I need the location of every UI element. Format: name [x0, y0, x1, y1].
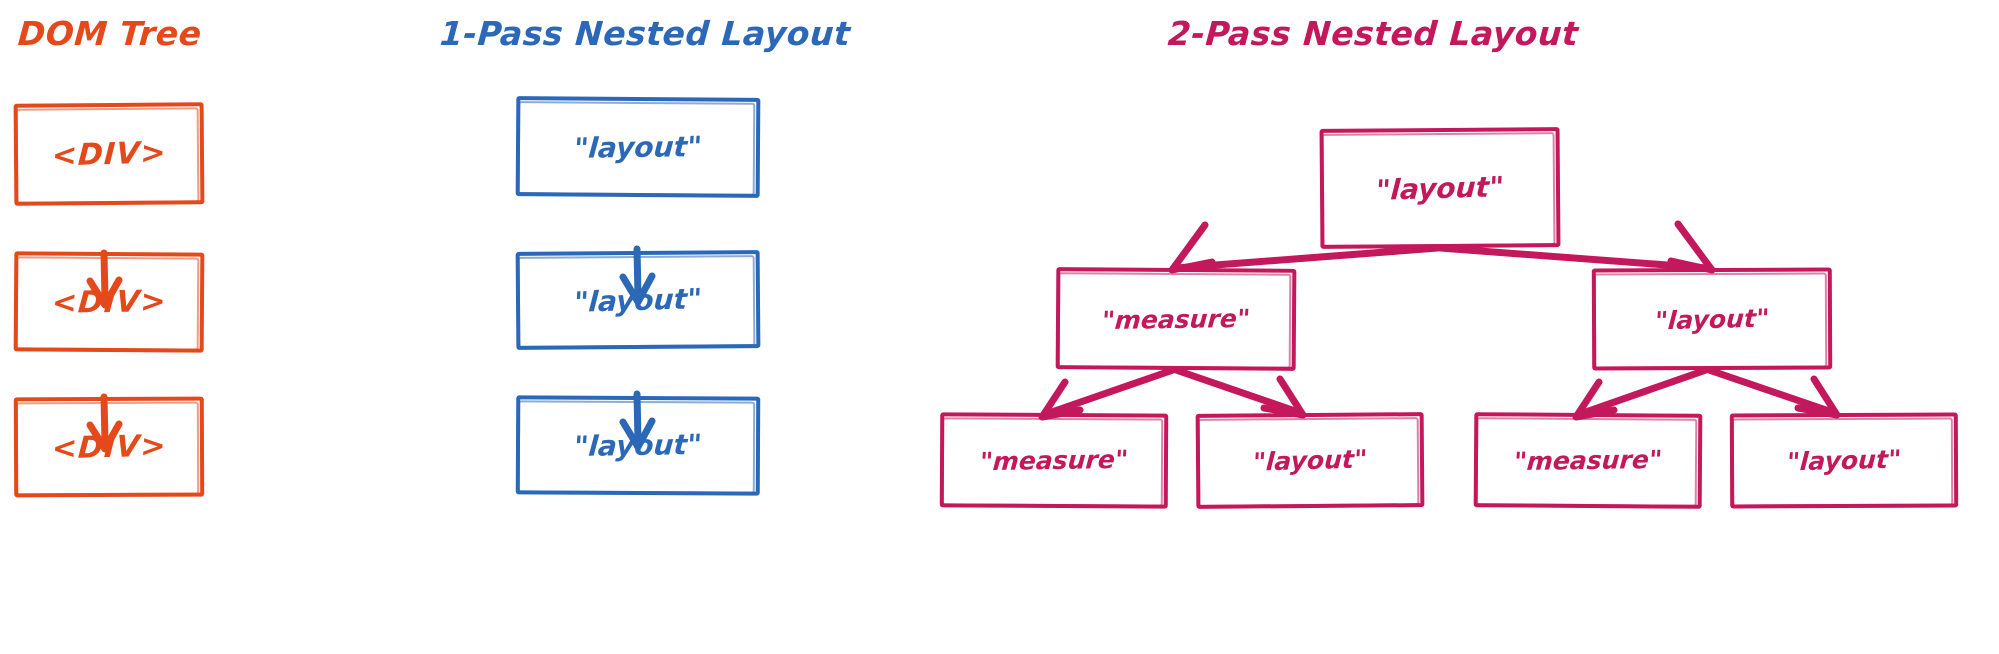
- dom-tree-node-1-label: <DIV>: [50, 134, 168, 174]
- one-pass-node-1-label: "layout": [572, 129, 704, 165]
- panel-title-dom-tree: DOM Tree: [16, 14, 204, 53]
- one-pass-node-1[interactable]: "layout": [515, 96, 761, 198]
- two-pass-link-l-to-l: [1705, 366, 1841, 419]
- dom-tree-node-3[interactable]: <DIV>: [13, 396, 205, 498]
- one-pass-node-2-label: "layout": [573, 281, 703, 319]
- panel-title-two-pass-layout: 2-Pass Nested Layout: [1166, 14, 1580, 53]
- two-pass-level3-node-4-label: "layout": [1786, 444, 1902, 477]
- two-pass-root-label: "layout": [1375, 169, 1505, 207]
- one-pass-node-3[interactable]: "layout": [515, 395, 761, 496]
- dom-tree-node-3-label: <DIV>: [50, 428, 168, 466]
- dom-tree-node-2[interactable]: <DIV>: [13, 251, 205, 353]
- two-pass-level2-node-measure[interactable]: "measure": [1055, 267, 1297, 371]
- two-pass-level2-node-layout[interactable]: "layout": [1591, 267, 1833, 371]
- two-pass-link-m-to-l: [1172, 366, 1307, 419]
- two-pass-link-m-to-m: [1038, 366, 1177, 421]
- two-pass-level3-node-1[interactable]: "measure": [939, 412, 1169, 509]
- two-pass-root-node[interactable]: "layout": [1319, 127, 1561, 249]
- two-pass-level3-node-2[interactable]: "layout": [1195, 412, 1425, 509]
- two-pass-link-l-to-m: [1572, 366, 1710, 421]
- two-pass-level2-measure-label: "measure": [1100, 303, 1252, 335]
- two-pass-level2-layout-label: "layout": [1654, 303, 1770, 335]
- two-pass-level3-node-1-label: "measure": [978, 444, 1130, 477]
- one-pass-node-2[interactable]: "layout": [515, 250, 761, 350]
- two-pass-level3-node-4[interactable]: "layout": [1729, 412, 1959, 509]
- two-pass-level3-node-3[interactable]: "measure": [1473, 412, 1703, 509]
- two-pass-level3-node-2-label: "layout": [1252, 444, 1368, 477]
- one-pass-node-3-label: "layout": [572, 428, 704, 463]
- dom-tree-node-2-label: <DIV>: [50, 283, 168, 321]
- panel-title-one-pass-layout: 1-Pass Nested Layout: [438, 14, 852, 53]
- dom-tree-node-1[interactable]: <DIV>: [13, 102, 205, 206]
- two-pass-level3-node-3-label: "measure": [1512, 444, 1664, 477]
